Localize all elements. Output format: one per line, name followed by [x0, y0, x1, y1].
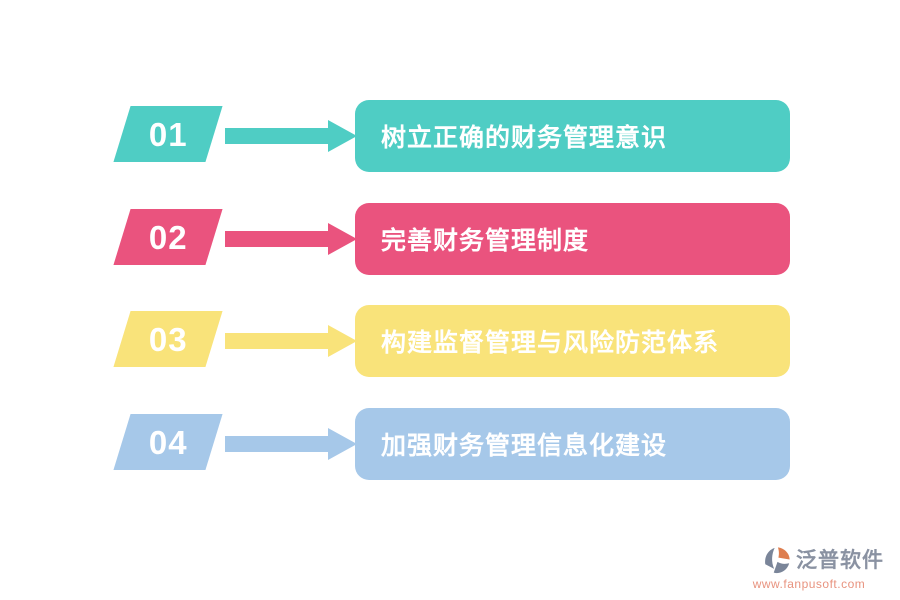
step-label-bar: 完善财务管理制度: [355, 203, 790, 275]
step-number: 03: [148, 320, 188, 358]
step-row-1: 01 树立正确的财务管理意识: [0, 100, 900, 172]
step-label-bar: 加强财务管理信息化建设: [355, 408, 790, 480]
step-number-badge: 04: [113, 414, 223, 470]
arrow-head-icon: [328, 325, 357, 357]
step-number: 01: [148, 115, 188, 153]
fanpu-logo-icon: [765, 547, 790, 574]
step-label: 树立正确的财务管理意识: [381, 124, 668, 152]
arrow-shaft: [225, 231, 328, 247]
step-number-badge: 02: [113, 209, 223, 265]
step-row-4: 04 加强财务管理信息化建设: [0, 408, 900, 480]
step-label-bar: 构建监督管理与风险防范体系: [355, 305, 790, 377]
step-number-badge: 03: [113, 311, 223, 367]
step-label-bar: 树立正确的财务管理意识: [355, 100, 790, 172]
arrow-shaft: [225, 436, 328, 452]
step-number: 02: [148, 218, 188, 256]
watermark: 泛普软件 www.fanpusoft.com: [734, 545, 884, 590]
step-row-3: 03 构建监督管理与风险防范体系: [0, 305, 900, 377]
arrow-head-icon: [328, 223, 357, 255]
step-label: 构建监督管理与风险防范体系: [381, 329, 720, 357]
step-label: 完善财务管理制度: [381, 227, 590, 255]
watermark-brand-text: 泛普软件: [796, 547, 884, 572]
step-number: 04: [148, 423, 188, 461]
watermark-url-text: www.fanpusoft.com: [752, 577, 866, 591]
step-number-badge: 01: [113, 106, 223, 162]
arrow-shaft: [225, 128, 328, 144]
arrow-head-icon: [328, 428, 357, 460]
arrow-shaft: [225, 333, 328, 349]
step-row-2: 02 完善财务管理制度: [0, 203, 900, 275]
step-label: 加强财务管理信息化建设: [381, 432, 668, 460]
arrow-head-icon: [328, 120, 357, 152]
